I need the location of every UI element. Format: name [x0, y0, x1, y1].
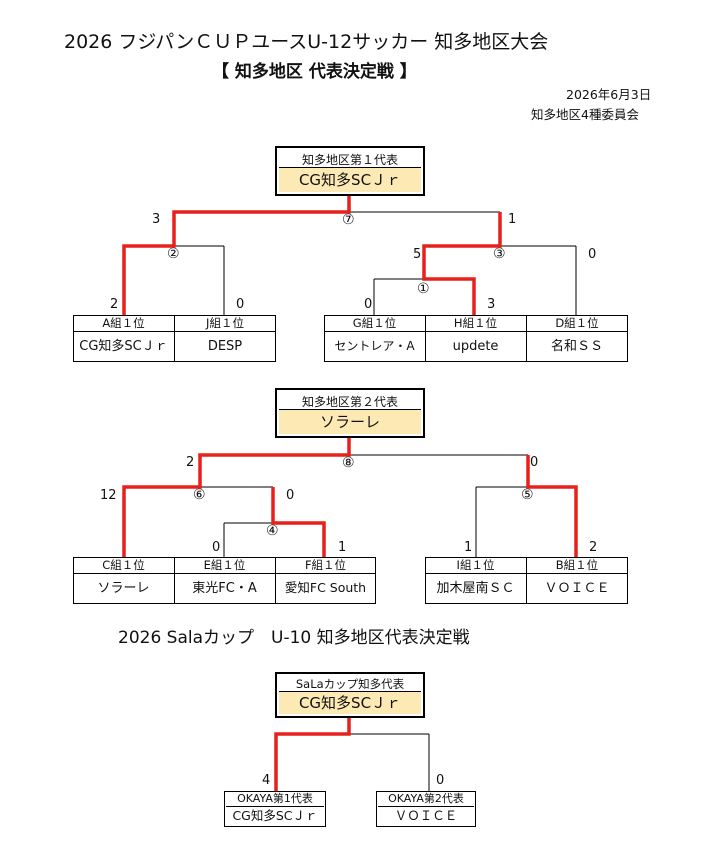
match-3-score-right: 0 — [588, 247, 597, 262]
match-5-label: ⑤ — [521, 487, 534, 503]
sala-winner-box: SaLaカップ知多代表 CG知多SCＪｒ — [275, 672, 425, 718]
team-group-f: F組１位 — [304, 558, 347, 572]
divider — [526, 557, 527, 604]
sala-winner-label: SaLaカップ知多代表 — [295, 677, 405, 691]
match-8-score-left: 2 — [186, 455, 195, 470]
b2-winner-label: 知多地区第２代表 — [301, 395, 398, 409]
team-group-a: A組１位 — [102, 316, 145, 330]
match-7-score-left: 3 — [152, 212, 161, 227]
team-group-c: C組１位 — [102, 558, 145, 572]
team-group-j: J組１位 — [206, 316, 244, 330]
match-4-score-left: 0 — [212, 540, 221, 555]
b2-win-path-m4 — [271, 487, 326, 557]
sala-team-right — [376, 791, 476, 827]
b1-winner-box: 知多地区第１代表 CG知多SCＪｒ — [275, 146, 425, 196]
sala-score-right: 0 — [436, 773, 445, 788]
b1-winner-name: CG知多SCＪｒ — [279, 167, 421, 192]
team-group-i: I組１位 — [456, 558, 495, 572]
b2-team-table-left — [73, 557, 376, 604]
b1-win-path-right — [422, 212, 502, 315]
team-name-centrair: セントレア・A — [334, 339, 415, 353]
divider — [425, 315, 426, 362]
sala-team-right-name: ＶＯＩＣＥ — [394, 808, 458, 823]
page-subtitle: 【 知多地区 代表決定戦 】 — [212, 62, 417, 82]
match-8-score-right: 0 — [530, 455, 539, 470]
team-name-voice: ＶＯＩＣＥ — [544, 581, 610, 596]
divider — [275, 557, 276, 604]
sala-winner-name: CG知多SCＪｒ — [279, 691, 421, 714]
sala-win-path — [274, 717, 351, 791]
team-group-d: D組１位 — [555, 316, 599, 330]
divider — [226, 806, 324, 807]
page-title: 2026 フジパンＣＵＰユースU-12サッカー 知多地区大会 — [64, 31, 549, 53]
team-name-solare: ソラーレ — [97, 581, 150, 596]
b2-winner-box: 知多地区第２代表 ソラーレ — [275, 388, 425, 438]
divider — [174, 557, 175, 604]
match-5-score-right: 2 — [589, 540, 598, 555]
match-6-score-left: 12 — [100, 488, 117, 503]
sala-team-left — [224, 791, 326, 827]
match-2-score-right: 0 — [236, 297, 245, 312]
b2-winner-name: ソラーレ — [279, 409, 421, 434]
match-3-label: ③ — [493, 246, 506, 262]
sala-score-left: 4 — [262, 773, 271, 788]
team-name-desp: DESP — [207, 339, 243, 354]
sala-team-left-name: CG知多SCＪｒ — [232, 808, 318, 823]
sala-title: 2026 Salaカップ U-10 知多地区代表決定戦 — [118, 628, 470, 648]
match-3-score-left: 5 — [413, 247, 422, 262]
b1-win-path-left — [122, 195, 351, 315]
match-8-label: ⑧ — [342, 455, 355, 471]
match-5-score-left: 1 — [464, 540, 473, 555]
team-group-b: B組１位 — [555, 558, 599, 572]
match-6-score-right: 0 — [286, 488, 295, 503]
match-6-label: ⑥ — [193, 487, 206, 503]
divider — [526, 315, 527, 362]
team-name-kagiyaminami: 加木屋南ＳＣ — [436, 581, 515, 596]
team-group-e: E組１位 — [203, 558, 246, 572]
match-4-label: ④ — [266, 523, 279, 539]
divider — [73, 573, 376, 574]
match-7-score-right: 1 — [508, 212, 517, 227]
match-4-score-right: 1 — [338, 540, 347, 555]
event-date: 2026年6月3日 — [566, 87, 652, 102]
b1-winner-label: 知多地区第１代表 — [301, 153, 398, 167]
b2-win-path-left — [122, 437, 351, 557]
match-1-score-left: 0 — [364, 297, 373, 312]
organizer: 知多地区4種委員会 — [531, 107, 639, 122]
divider — [174, 315, 175, 362]
divider — [378, 806, 474, 807]
b2-win-path-m5 — [526, 455, 578, 557]
match-1-score-right: 3 — [487, 297, 496, 312]
team-group-h: H組１位 — [453, 316, 498, 330]
match-2-score-left: 2 — [110, 297, 119, 312]
sala-team-right-group: OKAYA第2代表 — [388, 792, 464, 805]
match-7-label: ⑦ — [342, 212, 355, 228]
team-name-nawa: 名和ＳＳ — [550, 339, 603, 354]
team-name-cg-chita: CG知多SCＪｒ — [79, 339, 168, 354]
match-2-label: ② — [167, 246, 180, 262]
team-name-aichi-south: 愛知FC South — [284, 580, 367, 595]
team-name-toko: 東光FC・A — [192, 581, 257, 596]
b1-team-table-right — [324, 315, 628, 362]
team-name-updete: updete — [452, 339, 499, 354]
team-group-g: G組１位 — [352, 316, 397, 330]
match-1-label: ① — [417, 281, 430, 297]
divider — [324, 331, 628, 332]
sala-team-left-group: OKAYA第1代表 — [237, 792, 313, 805]
